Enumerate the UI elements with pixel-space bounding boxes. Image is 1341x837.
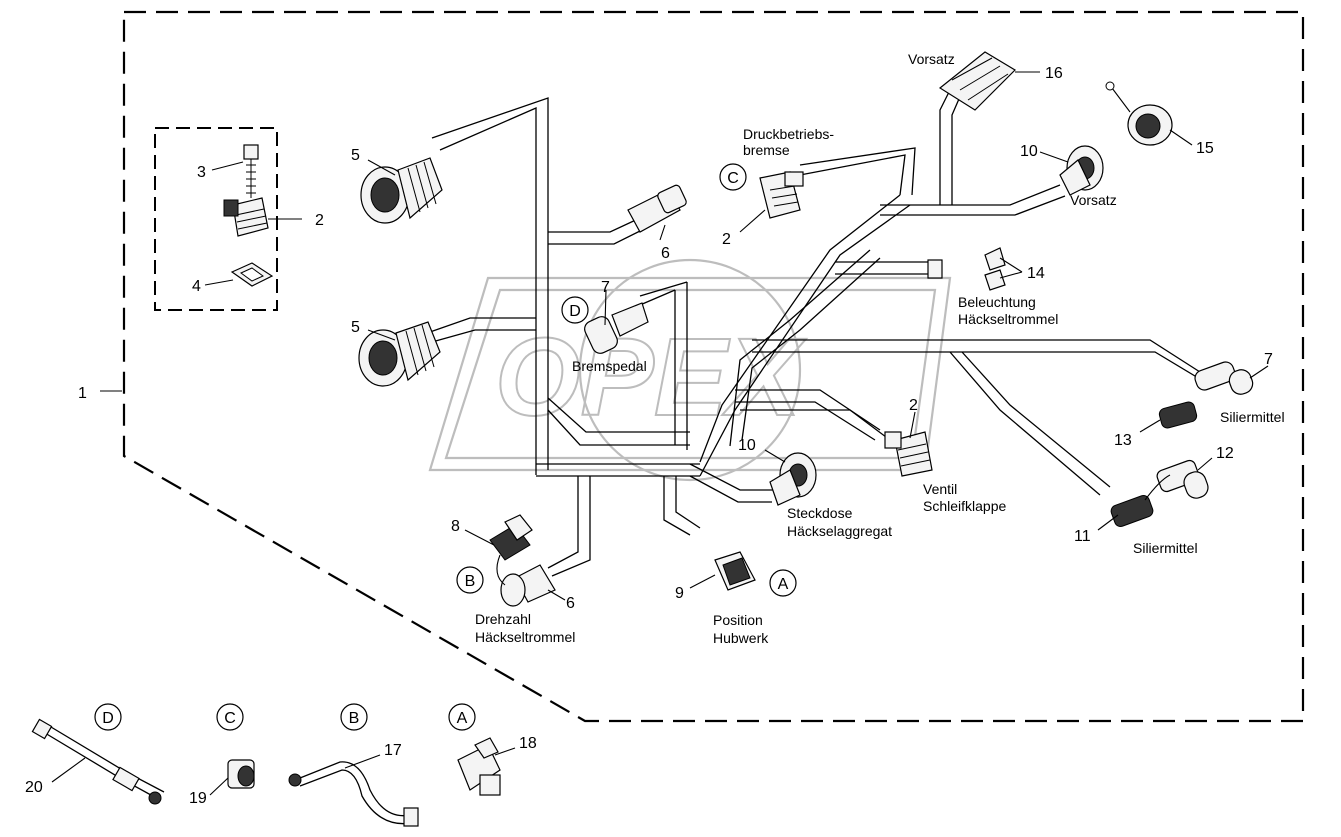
circle-letter-d-bottom: D [94, 703, 122, 731]
circle-letter-a-mid: A [769, 569, 797, 597]
plug-connector-13 [1158, 401, 1198, 429]
round-connector-10-steckdose [769, 452, 817, 506]
svg-text:C: C [727, 170, 739, 187]
cable-17 [288, 761, 419, 827]
circle-letter-c-top: C [719, 163, 747, 191]
item-number-13: 13 [1114, 432, 1132, 449]
item-number-5-top: 5 [351, 147, 360, 164]
sensor-connector-9 [714, 551, 756, 591]
svg-text:B: B [349, 710, 360, 727]
item-number-10-steckdose: 10 [738, 437, 756, 454]
item-number-7-siliermittel: 7 [1264, 351, 1273, 368]
label-position: Position [713, 612, 763, 628]
plug-connector-12 [1156, 459, 1209, 499]
item-number-20: 20 [25, 779, 43, 796]
solenoid-connector-2-druck [759, 171, 804, 219]
sensor-connector-8 [489, 514, 533, 561]
leader-lines [51, 71, 1269, 796]
label-siliermittel-1: Siliermittel [1220, 409, 1285, 425]
svg-text:B: B [465, 573, 476, 590]
item-number-6-upper: 6 [661, 245, 670, 262]
assembly-boundary [122, 10, 1305, 723]
item-number-9: 9 [675, 585, 684, 602]
svg-text:A: A [457, 710, 468, 727]
item-number-7-bremspedal: 7 [601, 279, 610, 296]
bolt-3 [243, 144, 259, 198]
part-18 [457, 737, 501, 796]
round-connector-5-top [360, 157, 443, 224]
label-steckdose: Steckdose [787, 505, 853, 521]
label-haeckselaggregat: Häckselaggregat [787, 523, 892, 539]
item-number-11: 11 [1074, 528, 1091, 545]
item-number-6-lower: 6 [566, 595, 575, 612]
plug-connector-11 [1110, 474, 1171, 527]
circle-letter-a-bottom: A [448, 703, 476, 731]
label-haeckseltrommel-2: Häckseltrommel [475, 629, 575, 645]
label-ventil: Ventil [923, 481, 957, 497]
label-beleuchtung: Beleuchtung [958, 294, 1036, 310]
watermark-logo: OPEX [428, 258, 952, 482]
harness-bundle [429, 89, 1206, 577]
washer-4 [230, 262, 274, 287]
label-bremspedal: Bremspedal [572, 358, 647, 374]
solenoid-connector-2-ventil [884, 431, 933, 477]
label-druckbetriebs: Druckbetriebs- [743, 126, 834, 142]
label-schleifklappe: Schleifklappe [923, 498, 1006, 514]
item-number-1: 1 [78, 385, 87, 402]
item-number-4: 4 [192, 278, 201, 295]
plug-connector-6-lower [496, 554, 556, 607]
item-number-12: 12 [1216, 445, 1234, 462]
item-number-19: 19 [189, 790, 207, 807]
svg-text:A: A [778, 576, 789, 593]
item-number-5-bottom: 5 [351, 319, 360, 336]
round-connector-15 [1105, 81, 1173, 146]
plug-connector-7-bremspedal [584, 302, 649, 354]
circle-letter-c-bottom: C [216, 703, 244, 731]
svg-text:D: D [569, 303, 581, 320]
item-number-2-box: 2 [315, 212, 324, 229]
circle-letter-b-bottom: B [340, 703, 368, 731]
circle-letter-b-mid: B [456, 566, 484, 594]
round-connector-5-bottom [358, 321, 441, 387]
part-19 [227, 759, 255, 789]
item-number-2-ventil: 2 [909, 397, 918, 414]
item-number-14: 14 [1027, 265, 1045, 282]
item-number-2-druck: 2 [722, 231, 731, 248]
watermark-text: OPEX [495, 316, 806, 439]
label-haeckseltrommel-1: Häckseltrommel [958, 311, 1058, 327]
label-drehzahl: Drehzahl [475, 611, 531, 627]
label-siliermittel-2: Siliermittel [1133, 540, 1198, 556]
plug-connector-6-upper [627, 184, 687, 233]
item-number-16: 16 [1045, 65, 1063, 82]
plug-connector-7-siliermittel [1194, 361, 1254, 395]
item-number-17: 17 [384, 742, 402, 759]
cable-20 [31, 718, 165, 805]
item-number-18: 18 [519, 735, 537, 752]
bulb-connectors-14 [927, 247, 1006, 291]
item-number-8: 8 [451, 518, 460, 535]
item-number-15: 15 [1196, 140, 1214, 157]
circle-letter-d-mid: D [561, 296, 589, 324]
plug-connector-16-vorsatz [938, 51, 1016, 111]
item-number-3: 3 [197, 164, 206, 181]
item-number-10-vorsatz: 10 [1020, 143, 1038, 160]
label-vorsatz-right: Vorsatz [1070, 192, 1117, 208]
label-bremse: bremse [743, 142, 790, 158]
svg-text:C: C [224, 710, 236, 727]
label-hubwerk: Hubwerk [713, 630, 769, 646]
label-vorsatz-top: Vorsatz [908, 51, 955, 67]
solenoid-block-2 [223, 197, 269, 237]
svg-text:D: D [102, 710, 114, 727]
round-connector-10-vorsatz [1059, 145, 1104, 196]
